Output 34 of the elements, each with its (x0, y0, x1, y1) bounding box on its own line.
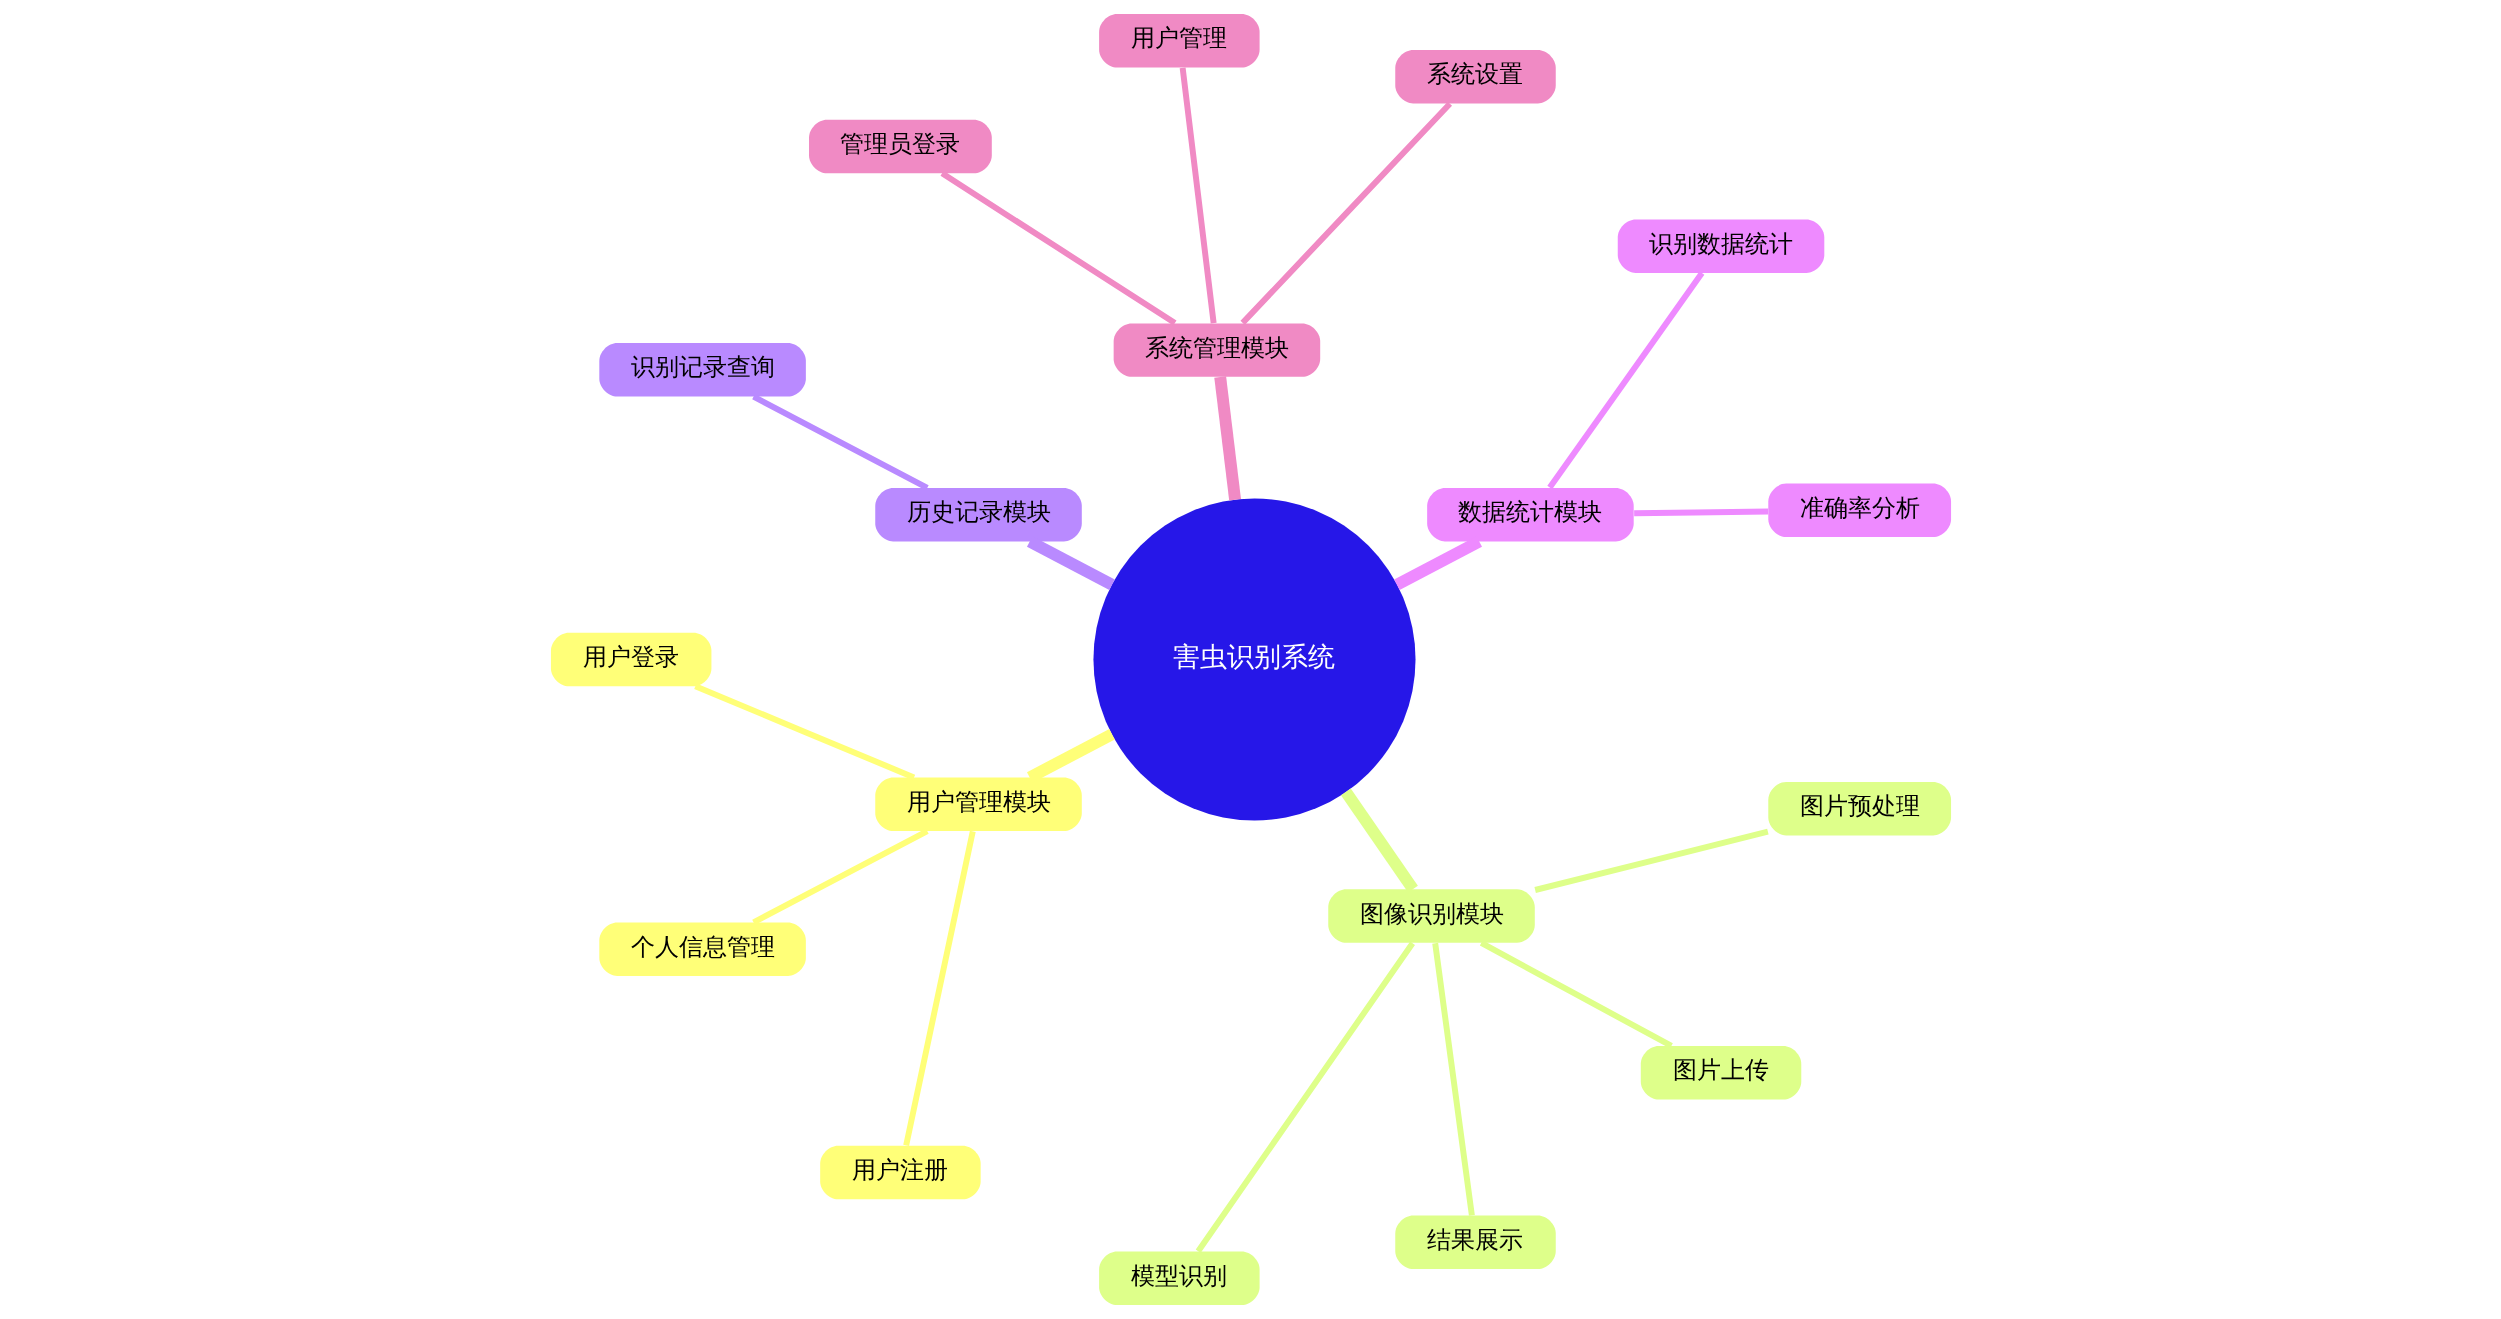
connector (751, 828, 929, 926)
node-box: 管理员登录 (808, 119, 992, 174)
node-box: 个人信息管理 (598, 922, 806, 976)
node-circle: 害虫识别系统 (1092, 498, 1416, 821)
node-box: 结果展示 (1394, 1215, 1556, 1270)
node-box: 图像识别模块 (1327, 889, 1535, 943)
node-box: 用户管理模块 (874, 777, 1082, 832)
node-box: 系统设置 (1394, 49, 1556, 104)
connector (1340, 788, 1418, 893)
connector (1546, 271, 1704, 490)
connector (1479, 940, 1673, 1049)
connector (1431, 942, 1475, 1216)
connector (751, 393, 929, 491)
node-box: 历史记录模块 (874, 487, 1082, 542)
node-box: 图片预处理 (1767, 781, 1951, 836)
node-box: 识别记录查询 (598, 343, 806, 397)
connector (1213, 376, 1241, 501)
node-box: 用户登录 (550, 632, 711, 687)
connector (1533, 828, 1769, 893)
node-box: 识别数据统计 (1617, 219, 1824, 273)
node-box: 图片上传 (1640, 1046, 1801, 1100)
node-box: 用户管理 (1098, 14, 1260, 68)
connector (1195, 941, 1415, 1253)
connector (1179, 67, 1217, 324)
node-box: 用户注册 (819, 1145, 981, 1200)
connector (902, 830, 976, 1146)
node-box: 模型识别 (1098, 1251, 1260, 1305)
node-box: 系统管理模块 (1113, 323, 1320, 377)
connector (1240, 101, 1452, 325)
connector (1633, 508, 1768, 517)
node-box: 数据统计模块 (1426, 487, 1634, 542)
connector (693, 683, 915, 781)
connector (940, 170, 1176, 326)
node-box: 准确率分析 (1767, 483, 1951, 538)
